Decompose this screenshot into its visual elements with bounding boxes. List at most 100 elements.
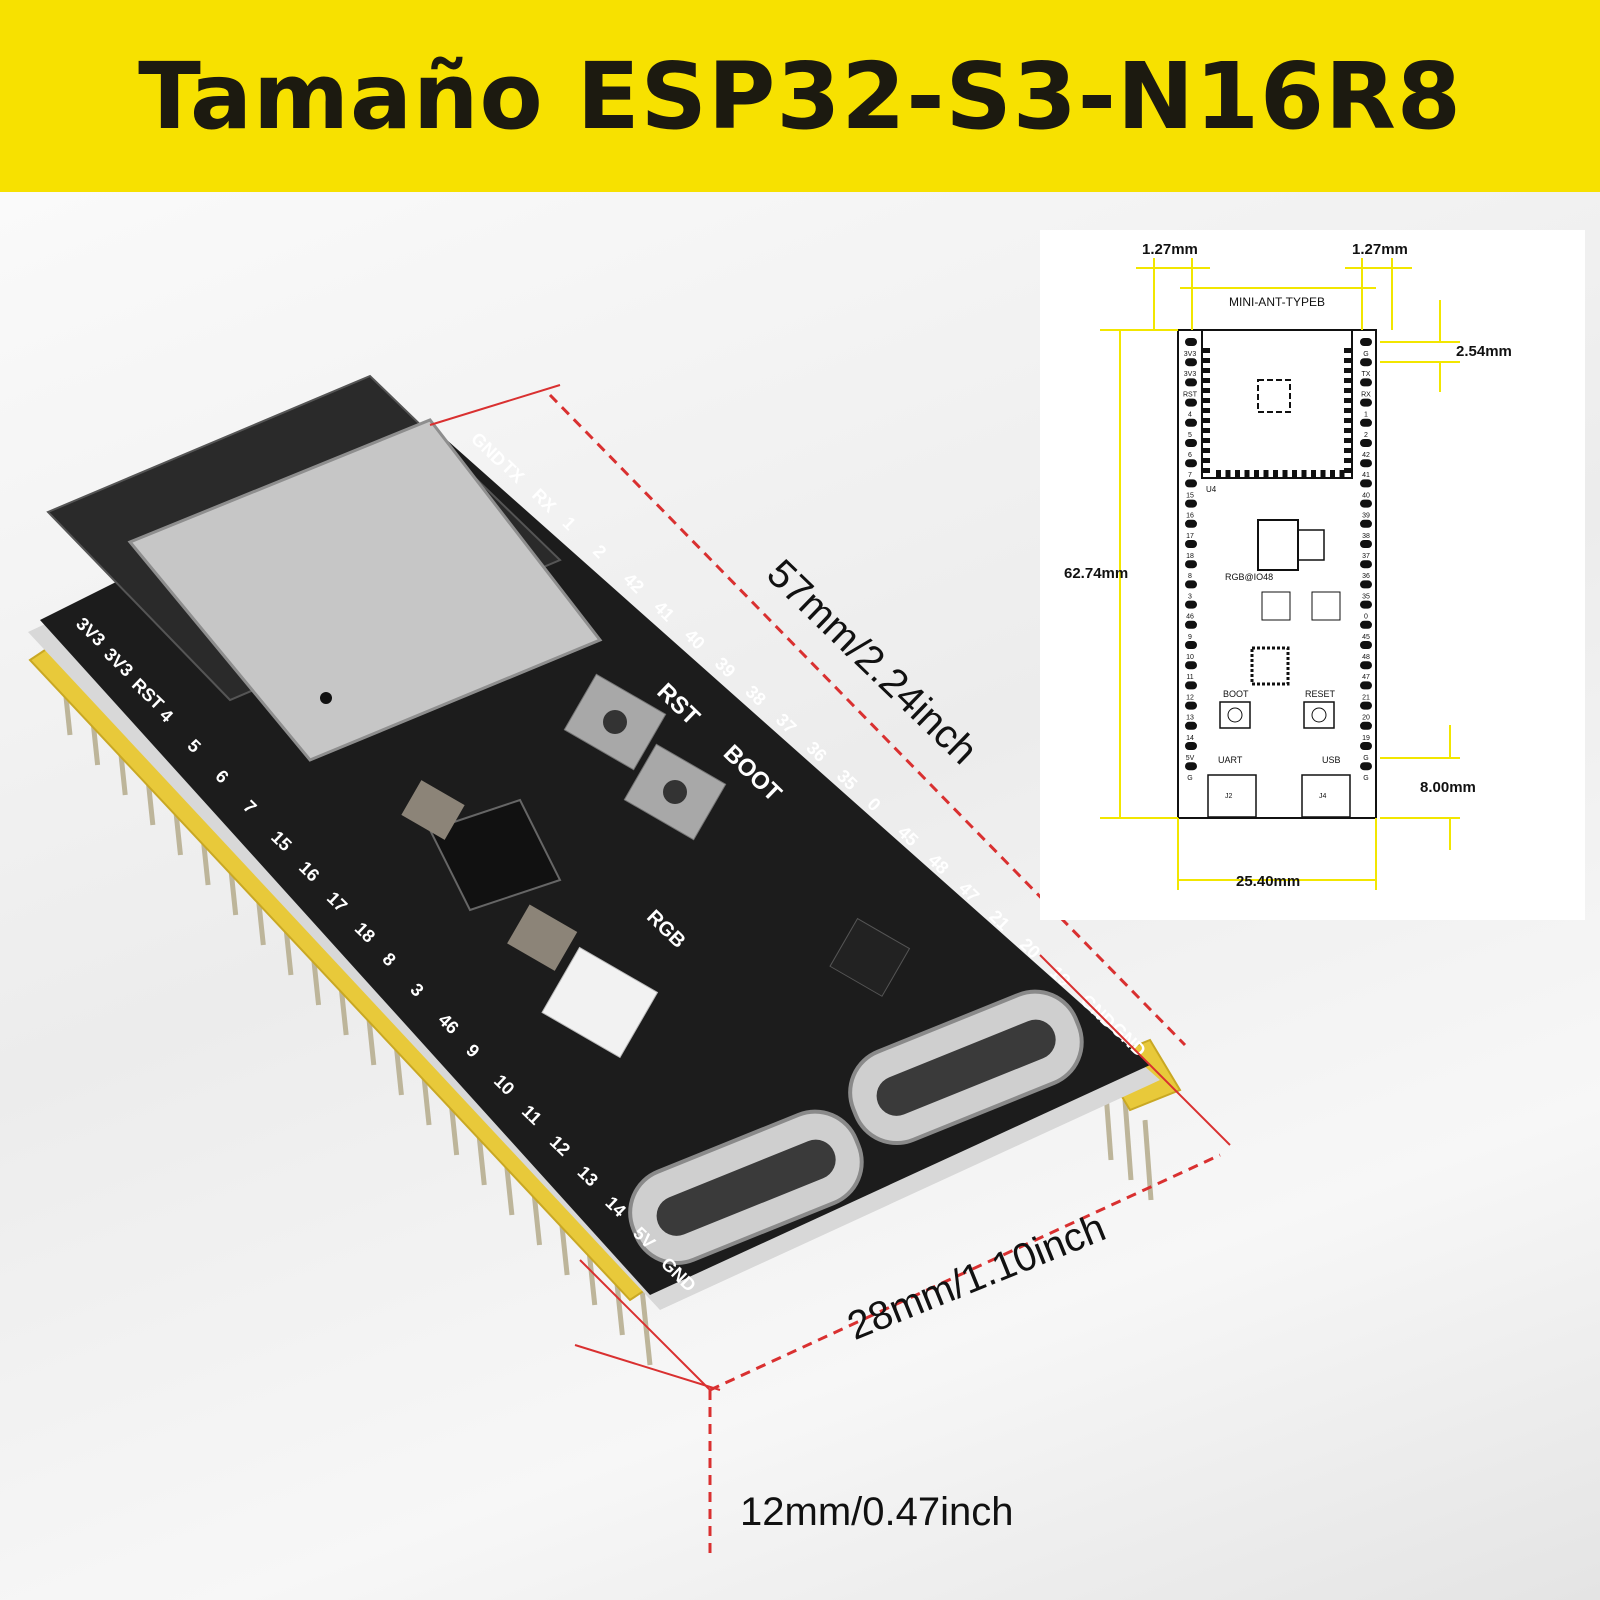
board-pin-label-right: 39 xyxy=(711,653,739,681)
schematic-pin-label: 5 xyxy=(1188,432,1192,439)
module-dot xyxy=(320,692,332,704)
schematic-pin-pad xyxy=(1360,499,1372,508)
rst-switch-knob xyxy=(603,710,627,734)
module-pad xyxy=(1202,378,1210,383)
schematic-pin-label: 46 xyxy=(1186,614,1194,621)
schematic-pin-pad xyxy=(1360,540,1372,548)
reset-button-label: RESET xyxy=(1305,689,1336,699)
schematic-board-outline xyxy=(1177,329,1377,819)
schematic-pin-label: G xyxy=(1187,775,1192,782)
module-pad xyxy=(1202,458,1210,463)
board-length-label: 62.74mm xyxy=(1064,565,1128,582)
module-pad xyxy=(1282,470,1288,478)
antenna-label: MINI-ANT-TYPEB xyxy=(1229,295,1325,309)
length-dimension-line xyxy=(548,393,1187,1047)
schematic-pin-label: 11 xyxy=(1186,674,1193,681)
length-ext-top xyxy=(429,384,561,426)
schematic-pin-pad xyxy=(1360,358,1372,367)
schematic-pin-label: 13 xyxy=(1186,715,1194,722)
page-title: Tamaño ESP32-S3-N16R8 xyxy=(138,42,1462,150)
module-pad xyxy=(1273,470,1278,478)
module-pad xyxy=(1202,448,1210,453)
schematic-regulator-tab xyxy=(1297,529,1325,561)
module-pad xyxy=(1216,470,1221,478)
module-pad xyxy=(1344,368,1352,373)
module-pad xyxy=(1202,388,1210,393)
schematic-pin-label: 8 xyxy=(1188,573,1192,580)
schematic-pin-pad xyxy=(1185,641,1197,649)
schematic-pin-label: 38 xyxy=(1362,533,1370,540)
schematic-pin-label: 40 xyxy=(1362,492,1370,499)
schematic-pin-label: 35 xyxy=(1362,593,1370,600)
module-pad xyxy=(1244,470,1250,478)
schematic-pin-label: 2 xyxy=(1364,432,1368,439)
schematic-pin-pad xyxy=(1185,479,1197,488)
module-pad xyxy=(1292,470,1297,478)
height-ext-top xyxy=(574,1344,721,1391)
board-pin-label-right: 38 xyxy=(742,681,770,709)
schematic-pin-pad xyxy=(1360,762,1372,771)
schematic-pin-label: 4 xyxy=(1188,412,1192,419)
boot-switch-knob xyxy=(663,780,687,804)
schematic-pin-pad xyxy=(1185,742,1197,750)
schematic-pin-label: 39 xyxy=(1362,513,1370,520)
schematic-reset-switch-knob xyxy=(1311,707,1327,723)
module-pad xyxy=(1344,388,1352,393)
module-pad xyxy=(1301,470,1307,478)
schematic-pin-pad xyxy=(1185,338,1197,346)
board-schematic: MINI-ANT-TYPEB U4 3V33V3RST4567151617188… xyxy=(1040,230,1585,920)
schematic-pin-label: 1 xyxy=(1364,412,1368,419)
usb-label: USB xyxy=(1322,755,1341,765)
module-pad xyxy=(1344,348,1352,353)
schematic-pin-pad xyxy=(1185,600,1197,609)
schematic-pin-pad xyxy=(1185,560,1197,569)
schematic-pin-pad xyxy=(1360,641,1372,649)
schematic-pin-label: 42 xyxy=(1362,452,1370,459)
schematic-pin-pad xyxy=(1185,721,1197,730)
schematic-pin-label: G xyxy=(1363,775,1368,782)
schematic-pin-pad xyxy=(1360,701,1372,710)
schematic-pin-label: 17 xyxy=(1186,533,1194,540)
module-pad xyxy=(1202,398,1210,403)
schematic-pin-label: 19 xyxy=(1362,735,1370,742)
schematic-pin-pad xyxy=(1185,540,1197,548)
schematic-pin-label: 48 xyxy=(1362,654,1370,661)
schematic-pin-label: RST xyxy=(1183,391,1198,398)
schematic-pin-pad xyxy=(1185,762,1197,771)
schematic-pin-label: TX xyxy=(1362,371,1371,378)
schematic-pin-label: 3V3 xyxy=(1184,351,1197,358)
header-banner: Tamaño ESP32-S3-N16R8 xyxy=(0,0,1600,192)
module-pad xyxy=(1202,348,1210,353)
schematic-pin-pad xyxy=(1185,580,1197,589)
schematic-pin-pad xyxy=(1185,459,1197,468)
schematic-pin-label: 14 xyxy=(1186,735,1194,742)
schematic-pin-label: G xyxy=(1363,351,1368,358)
schematic-transistor-q1 xyxy=(1311,591,1341,621)
schematic-dimensions xyxy=(1100,258,1460,890)
schematic-pin-label: 16 xyxy=(1186,513,1194,520)
rgb-io-label: RGB@IO48 xyxy=(1225,572,1273,582)
schematic-pin-label: 6 xyxy=(1188,452,1192,459)
capacitor-2 xyxy=(507,904,578,971)
schematic-pin-label: 10 xyxy=(1186,654,1194,661)
length-ext-bottom xyxy=(1039,954,1231,1146)
schematic-pin-pad xyxy=(1360,439,1372,447)
module-pad xyxy=(1320,470,1326,478)
schematic-pin-label: 21 xyxy=(1362,694,1370,701)
schematic-pin-pad xyxy=(1360,620,1372,629)
height-dimension-label: 12mm/0.47inch xyxy=(740,1490,1014,1534)
module-pad xyxy=(1202,418,1210,423)
schematic-pin-pad xyxy=(1360,519,1372,528)
schematic-usb-chip xyxy=(1250,646,1290,686)
schematic-pin-label: 47 xyxy=(1362,674,1370,681)
schematic-boot-switch xyxy=(1219,701,1251,729)
schematic-pin-label: 0 xyxy=(1364,614,1368,621)
usb-c-uart xyxy=(628,1109,864,1266)
module-pad xyxy=(1225,470,1231,478)
usb-chip xyxy=(829,917,911,997)
module-pad xyxy=(1202,428,1210,433)
schematic-pin-label: 20 xyxy=(1362,715,1370,722)
board-width-label: 25.40mm xyxy=(1236,873,1300,890)
schematic-pin-pad xyxy=(1185,519,1197,528)
